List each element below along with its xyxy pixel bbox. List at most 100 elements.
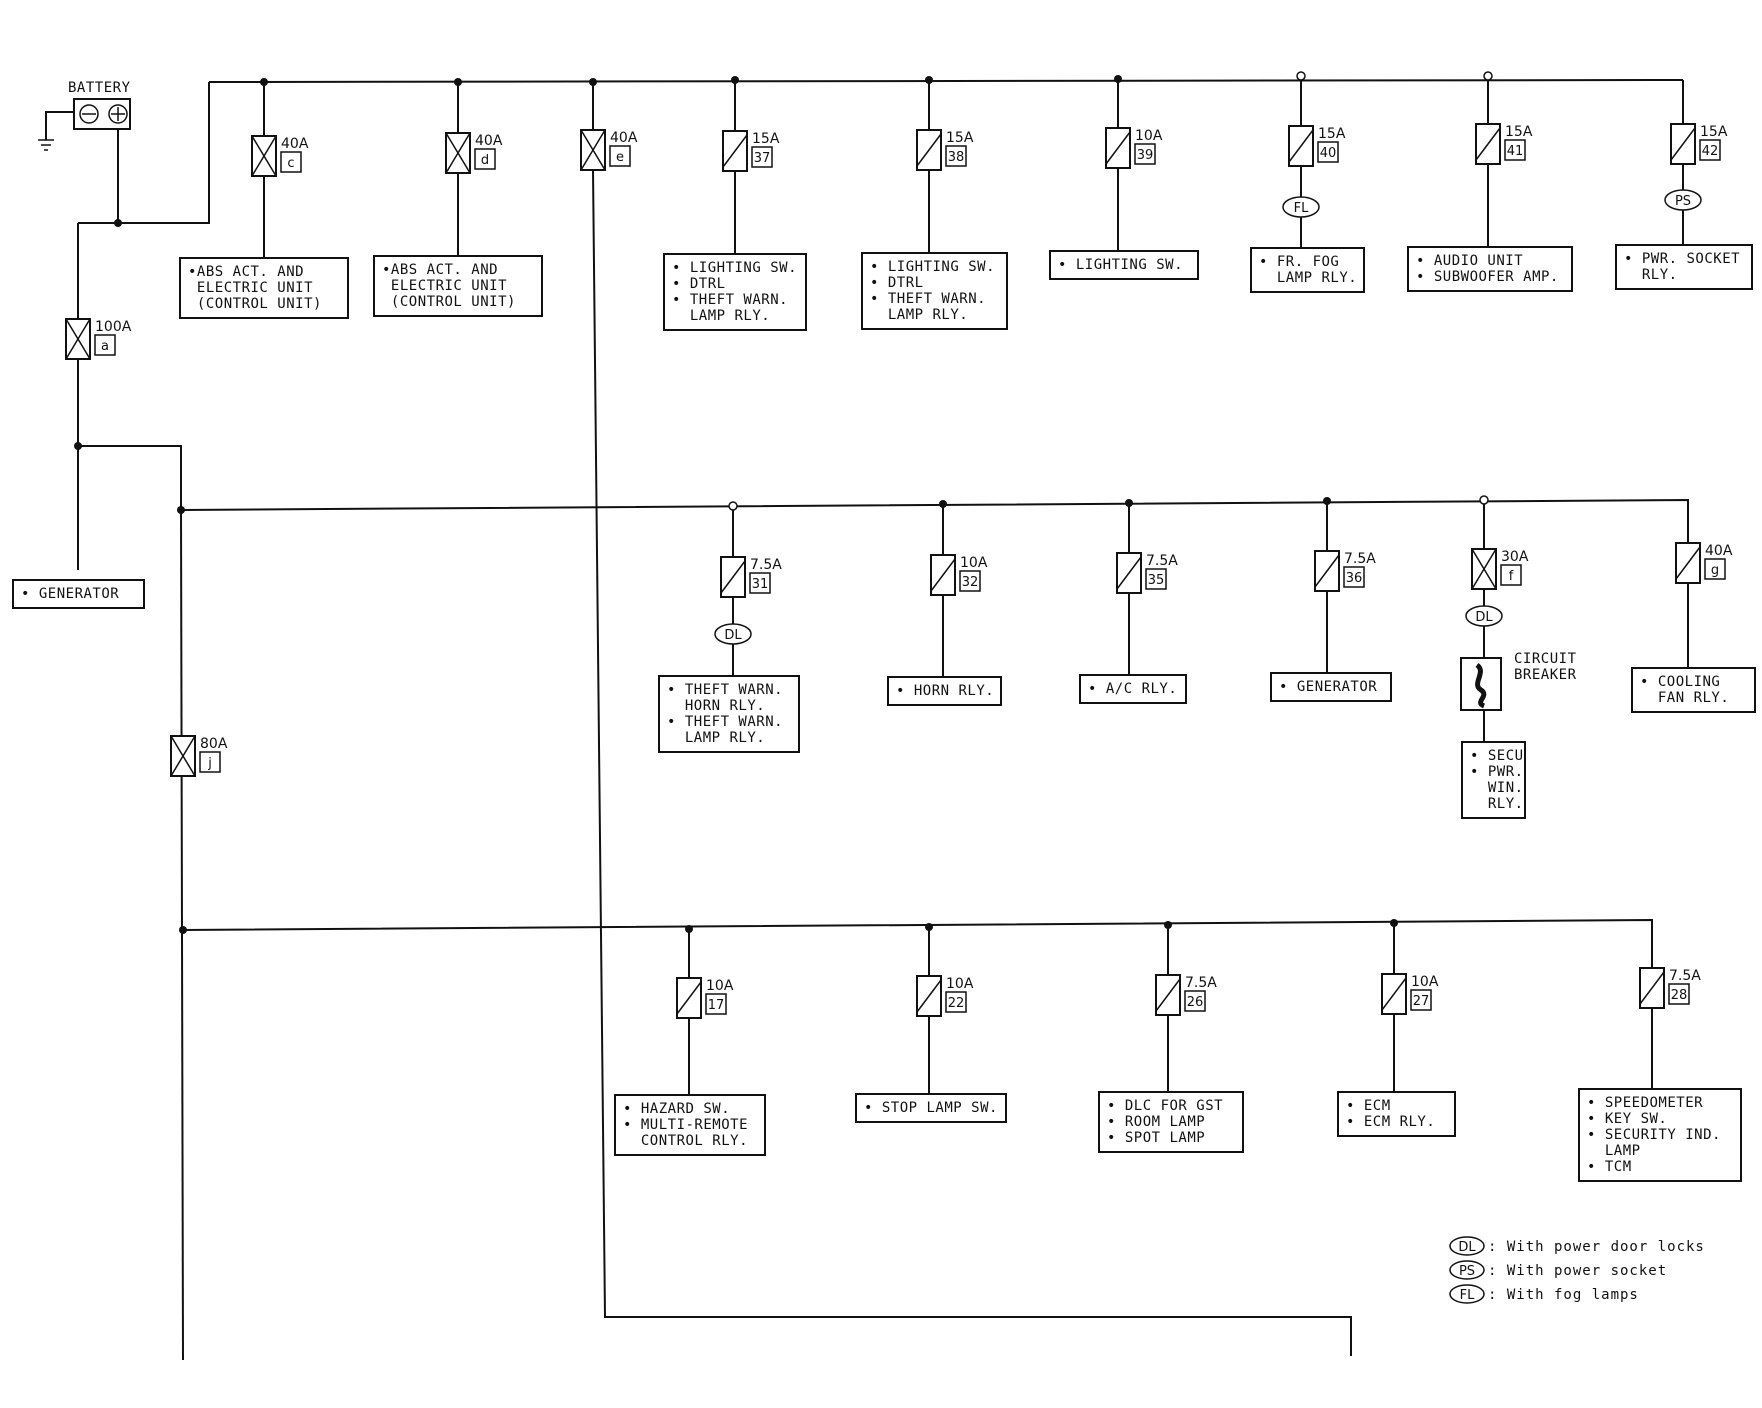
option-layer: FL PS DL DL	[714, 189, 1702, 645]
fuse-rating: 7.5A	[1185, 975, 1217, 991]
lower-feed-wire	[78, 445, 182, 510]
load-layer: •ABS ACT. AND ELECTRIC UNIT (CONTROL UNI…	[12, 244, 1756, 1182]
fusible-link-icon	[251, 135, 277, 177]
fuse-rating: 40A	[1705, 543, 1733, 559]
load-label-line: • A/C RLY.	[1088, 681, 1177, 697]
load-box-17: • HAZARD SW.• MULTI-REMOTE CONTROL RLY.	[614, 1094, 766, 1156]
fuse-id-box	[705, 993, 727, 1015]
load-label-line: • SECURITY IND.	[1587, 1127, 1721, 1143]
fuse-id: 41	[1507, 144, 1524, 159]
circuit-breaker-label-line1: CIRCUIT	[1514, 651, 1577, 667]
fuse-id: j	[207, 756, 212, 771]
option-oval-ps: PS	[1664, 189, 1702, 211]
load-label-line: • ECM	[1346, 1098, 1391, 1114]
fuse-rating: 40A	[281, 136, 309, 152]
load-box-35: • A/C RLY.	[1079, 674, 1187, 704]
junction-dot	[1323, 497, 1331, 505]
load-box-frame	[1049, 250, 1199, 280]
load-box-38: • LIGHTING SW.• DTRL• THEFT WARN. LAMP R…	[861, 252, 1008, 330]
load-label-line: • DTRL	[870, 275, 924, 291]
legend-code: DL	[1458, 1240, 1476, 1255]
fuse-id-box	[280, 151, 302, 173]
fuse-id: 39	[1137, 148, 1154, 163]
load-label-line: • THEFT WARN.	[667, 714, 783, 730]
load-label-line: • SPEEDOMETER	[1587, 1095, 1703, 1111]
fusible-link-icon	[580, 129, 606, 171]
load-box-frame	[663, 253, 807, 331]
fuse-id-box	[1500, 564, 1522, 586]
fuse-id-box	[1699, 139, 1721, 161]
load-box-frame	[887, 676, 1002, 706]
fuse-e-long-wire	[592, 82, 1352, 1356]
load-label-line: • LIGHTING SW.	[870, 259, 995, 275]
option-oval-fl: FL	[1282, 196, 1320, 218]
middle-bus	[180, 498, 1689, 543]
load-box-frame	[12, 579, 145, 609]
option-oval-dl: DL	[714, 623, 752, 645]
dl-oval-icon	[1449, 1236, 1485, 1256]
fuse-id: 17	[708, 998, 725, 1013]
load-label-line: •ABS ACT. AND	[188, 264, 304, 280]
fuse-g: 40A g	[1675, 542, 1733, 584]
load-label-line: • LIGHTING SW.	[1058, 257, 1183, 273]
fuse-body	[1639, 967, 1665, 1009]
fuse-id-box	[94, 334, 116, 356]
load-box-f: • SECU• PWR. WIN. RLY.	[1461, 741, 1526, 819]
legend-item-fl: FL : With fog lamps	[1449, 1284, 1638, 1304]
load-label-line: RLY.	[1470, 796, 1524, 812]
junction-dot	[731, 76, 739, 84]
load-label-line: • THEFT WARN.	[667, 682, 783, 698]
fusible-link-icon	[445, 132, 471, 174]
ground-wire	[45, 111, 75, 140]
load-box-40: • FR. FOG LAMP RLY.	[1250, 247, 1365, 293]
fuse-id-box	[1668, 983, 1690, 1005]
load-label-line: • MULTI-REMOTE	[623, 1117, 748, 1133]
legend-code: PS	[1459, 1264, 1475, 1279]
fuse-id: a	[101, 339, 109, 354]
junction-dot	[925, 76, 933, 84]
fuse-id-box	[1504, 139, 1526, 161]
fuse-id-box	[1317, 141, 1339, 163]
junction-dot	[1125, 499, 1133, 507]
junction-dot	[589, 78, 597, 86]
fuse-id-box	[1704, 558, 1726, 580]
optional-junction-dot	[1483, 71, 1493, 81]
fuse-rating: 7.5A	[1344, 551, 1376, 567]
fuse-id: 42	[1702, 144, 1719, 159]
option-code: DL	[1475, 610, 1493, 625]
dl-oval-icon	[714, 623, 752, 645]
legend-text: : With power door locks	[1488, 1239, 1705, 1255]
load-label-line: LAMP RLY.	[1259, 270, 1357, 286]
load-box-37: • LIGHTING SW.• DTRL• THEFT WARN. LAMP R…	[663, 253, 807, 331]
load-box-frame	[1270, 672, 1392, 702]
load-box-27: • ECM• ECM RLY.	[1337, 1091, 1456, 1137]
fuse-icon	[1314, 554, 1340, 588]
junction-dot	[454, 78, 462, 86]
load-label-line: • KEY SW.	[1587, 1111, 1667, 1127]
fuse-id-box	[1134, 143, 1156, 165]
fuse-id-box	[1184, 990, 1206, 1012]
fuse-rating: 10A	[706, 978, 734, 994]
fuse-rating: 10A	[946, 976, 974, 992]
load-label-line: WIN.	[1470, 780, 1524, 796]
junction-dot	[114, 219, 122, 227]
load-box-22: • STOP LAMP SW.	[855, 1093, 1007, 1123]
load-label-line: ELECTRIC UNIT	[382, 278, 507, 294]
load-label-line: HORN RLY.	[667, 698, 765, 714]
fuse-id: g	[1711, 563, 1719, 578]
fuse-id: 28	[1671, 988, 1688, 1003]
load-box-28: • SPEEDOMETER• KEY SW.• SECURITY IND. LA…	[1578, 1088, 1742, 1182]
load-label-line: • ECM RLY.	[1346, 1114, 1435, 1130]
load-box-frame	[614, 1094, 766, 1156]
fuse-icon	[930, 558, 956, 592]
fuse-icon	[1670, 127, 1696, 161]
